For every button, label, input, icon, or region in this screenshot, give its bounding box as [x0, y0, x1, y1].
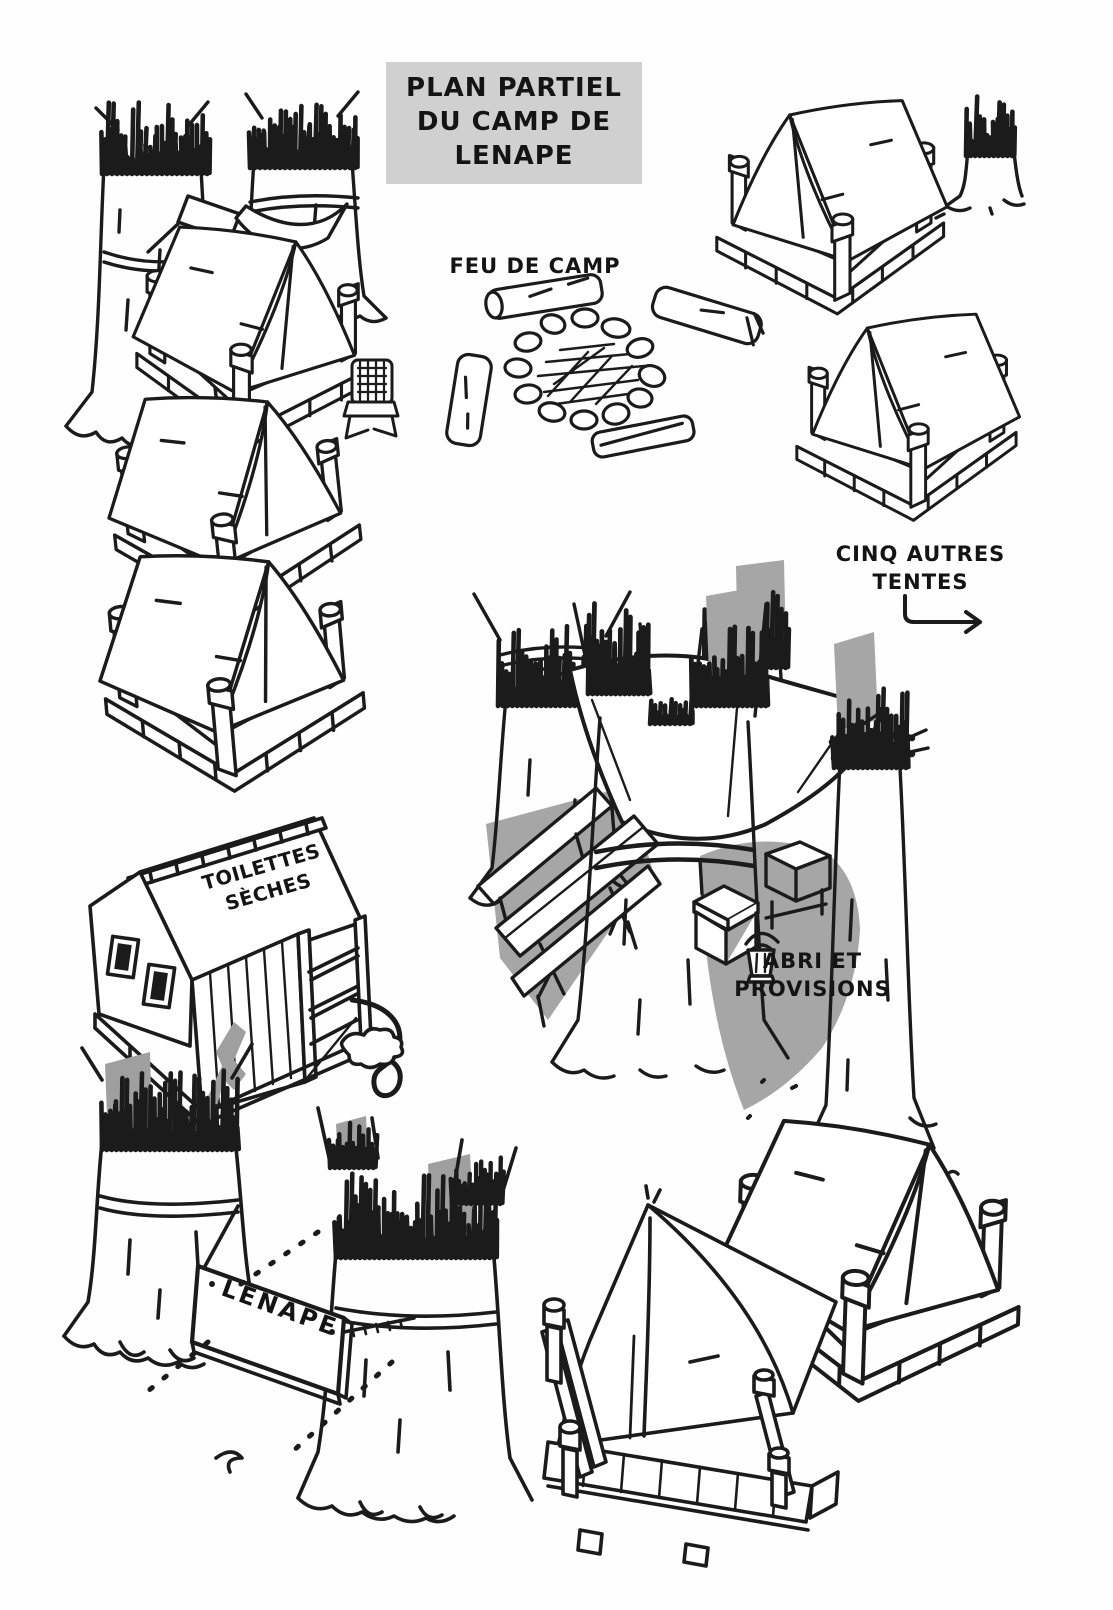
- title-line-1: PLAN PARTIEL: [406, 73, 622, 104]
- page-title: PLAN PARTIEL DU CAMP DE LENAPE: [386, 62, 642, 184]
- front-tent: [540, 1184, 840, 1568]
- other-tents-line-1: CINQ AUTRES: [835, 542, 1006, 566]
- camp-chair: [342, 358, 400, 440]
- other-tents-arrow: [903, 594, 982, 634]
- platform-tent-5: [795, 312, 1022, 522]
- shelter-line-2: PROVISIONS: [734, 977, 891, 1002]
- campfire: [445, 273, 765, 459]
- entrance-trees: [62, 1022, 534, 1524]
- campfire-label: FEU DE CAMP: [449, 254, 621, 278]
- ground-dots: [746, 1078, 798, 1120]
- other-tents-label: CINQ AUTRES TENTES: [828, 540, 1013, 597]
- platform-tent-3: [87, 536, 373, 804]
- shelter-line-1: ABRI ET: [762, 949, 863, 973]
- other-tents-line-2: TENTES: [872, 570, 969, 595]
- shelter-scene: [468, 560, 960, 1180]
- shelter-label: ABRI ET PROVISIONS: [730, 947, 895, 1004]
- small-tree: [934, 94, 1026, 220]
- title-line-3: LENAPE: [454, 140, 574, 171]
- title-line-2: DU CAMP DE: [416, 107, 612, 138]
- platform-tent-4: [715, 99, 949, 316]
